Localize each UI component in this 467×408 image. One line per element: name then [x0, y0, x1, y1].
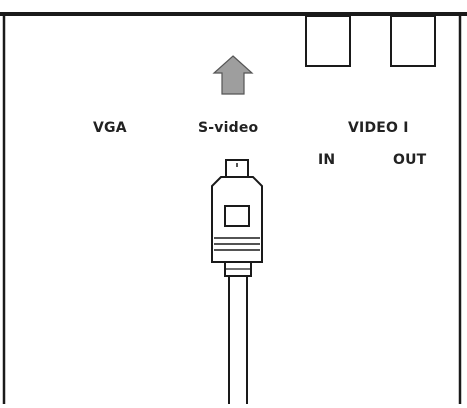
s-video-label: S-video — [198, 120, 259, 136]
video-in-label: IN — [318, 152, 336, 168]
video-out-connector — [390, 15, 436, 67]
video-label: VIDEO I — [348, 120, 409, 136]
plug-tip — [225, 159, 249, 178]
video-in-connector — [305, 15, 351, 67]
plug-window — [224, 205, 250, 227]
up-arrow-icon — [212, 55, 254, 95]
vga-label: VGA — [93, 120, 127, 136]
video-out-label: OUT — [393, 152, 427, 168]
s-video-plug-icon — [211, 159, 263, 404]
panel-frame — [0, 12, 467, 404]
